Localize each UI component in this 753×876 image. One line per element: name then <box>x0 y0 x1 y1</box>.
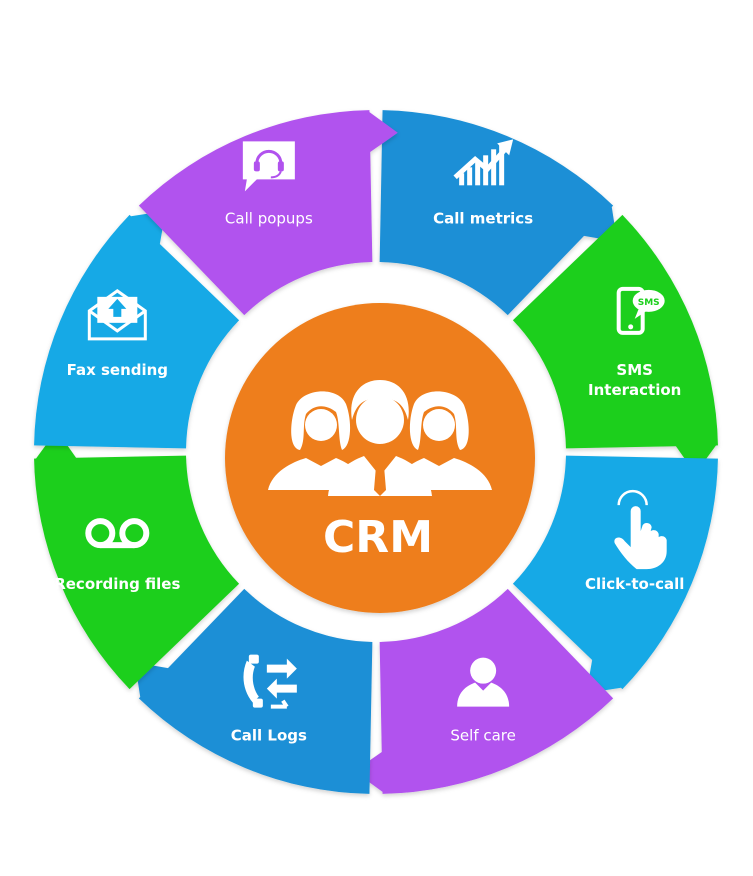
headset-chat-icon <box>242 141 295 192</box>
segment-label-call-logs: Call Logs <box>231 727 307 745</box>
chart-growth-icon <box>453 139 514 186</box>
segment-call-metrics[interactable] <box>379 110 618 316</box>
segment-label-call-metrics: Call metrics <box>433 209 533 227</box>
segment-fax-sending[interactable] <box>34 210 240 449</box>
center-circle <box>225 303 535 613</box>
segment-label-call-popups: Call popups <box>225 209 313 227</box>
envelope-upload-icon <box>87 289 147 341</box>
icons-layer: SMS <box>85 139 667 709</box>
segment-call-popups[interactable] <box>138 110 398 316</box>
segment-sms-interaction[interactable] <box>512 214 718 474</box>
user-silhouette-icon <box>457 657 510 707</box>
mobile-sms-icon: SMS <box>616 286 665 335</box>
tap-hand-icon <box>614 489 667 570</box>
phone-transfer-icon <box>243 654 297 709</box>
segment-label-recording-files: Recording files <box>54 575 180 593</box>
segment-recording-files[interactable] <box>34 430 240 690</box>
segment-click-to-call[interactable] <box>512 455 718 694</box>
svg-text:SMS: SMS <box>638 298 660 308</box>
center-hub[interactable]: CRM <box>225 303 535 613</box>
crm-label: CRM <box>323 512 433 563</box>
segment-label-click-to-call: Click-to-call <box>585 575 684 593</box>
voicemail-icon <box>85 518 150 549</box>
segment-label-self-care: Self care <box>450 727 515 745</box>
people-group-icon <box>268 380 492 496</box>
segment-label-fax-sending: Fax sending <box>67 361 168 379</box>
